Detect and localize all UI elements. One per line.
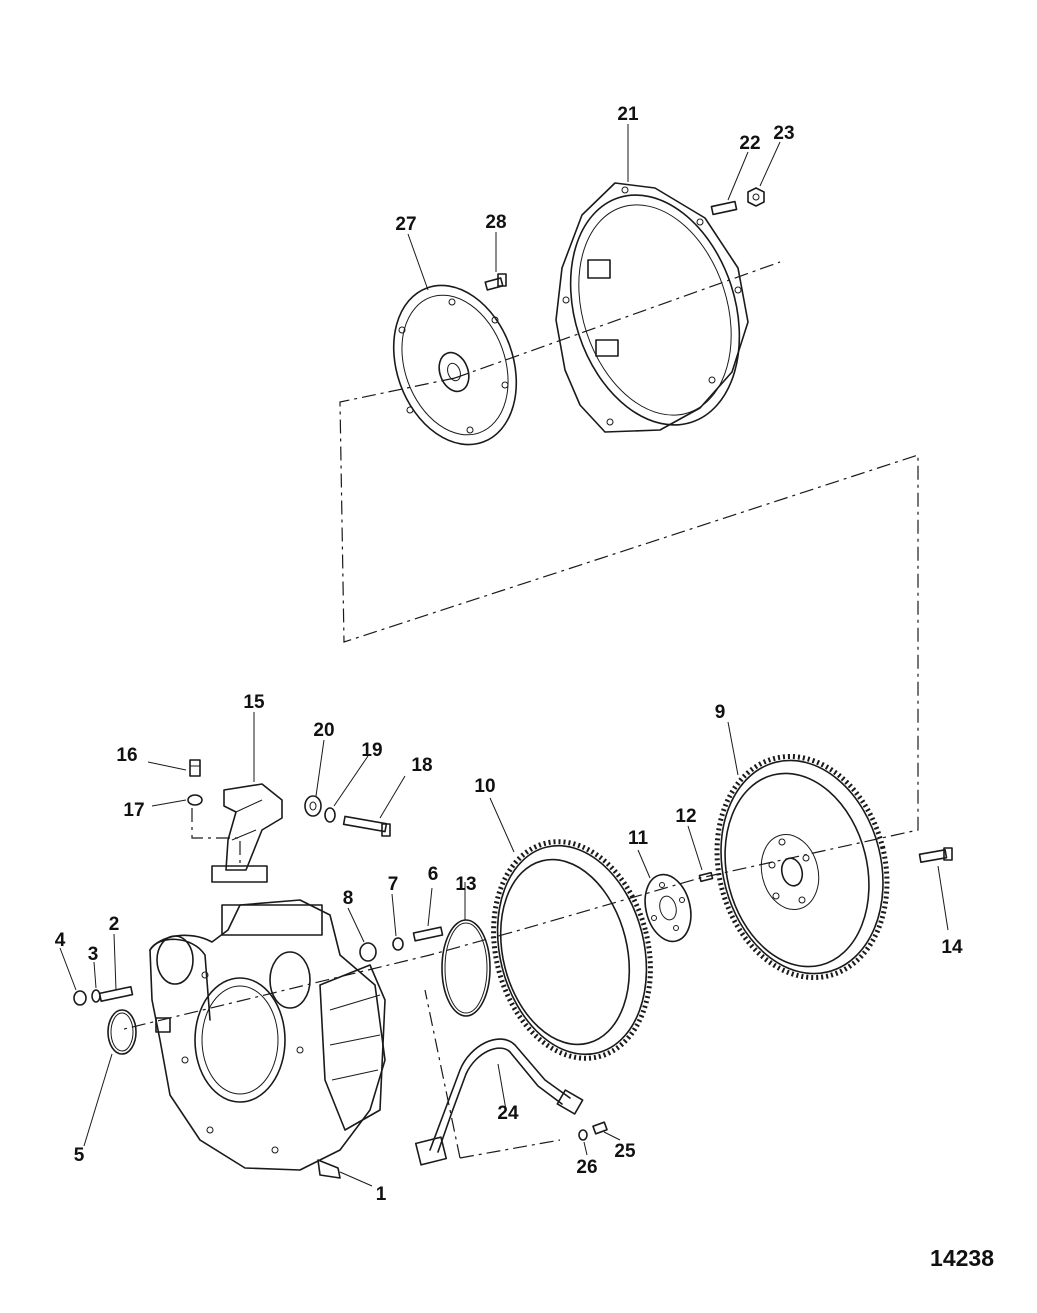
mounting-bracket bbox=[211, 783, 283, 883]
cover-stud bbox=[412, 926, 444, 942]
callout-14: 14 bbox=[941, 937, 963, 958]
callout-7: 7 bbox=[388, 874, 399, 895]
bracket-washer bbox=[187, 794, 203, 806]
callout-labels: 21 22 23 27 28 15 20 19 18 16 17 10 9 11… bbox=[55, 104, 963, 1205]
callout-9: 9 bbox=[715, 702, 726, 723]
callout-5: 5 bbox=[74, 1145, 85, 1166]
sensor-screw bbox=[592, 1121, 608, 1135]
flywheel-housing bbox=[149, 899, 386, 1179]
callout-2: 2 bbox=[109, 914, 120, 935]
cover-nut bbox=[359, 942, 377, 962]
callout-26: 26 bbox=[576, 1157, 597, 1178]
housing-washer bbox=[91, 989, 101, 1003]
callout-22: 22 bbox=[739, 133, 760, 154]
callout-21: 21 bbox=[617, 104, 639, 125]
speed-sensor bbox=[414, 1038, 584, 1166]
bracket-bolt-nut bbox=[304, 795, 322, 817]
callout-8: 8 bbox=[343, 888, 354, 909]
bracket-bolt bbox=[342, 815, 391, 837]
callout-16: 16 bbox=[116, 745, 137, 766]
callout-17: 17 bbox=[123, 800, 144, 821]
bell-housing bbox=[555, 182, 749, 433]
callout-27: 27 bbox=[395, 214, 416, 235]
o-ring-small bbox=[107, 1009, 137, 1055]
callout-18: 18 bbox=[411, 755, 432, 776]
callout-1: 1 bbox=[376, 1184, 387, 1205]
flywheel-screw bbox=[918, 847, 953, 863]
stud bbox=[710, 200, 738, 216]
callout-leaders bbox=[59, 124, 949, 1187]
bracket-screw bbox=[189, 759, 201, 777]
nut bbox=[747, 187, 765, 207]
callout-15: 15 bbox=[243, 692, 265, 713]
callout-13: 13 bbox=[455, 874, 476, 895]
callout-19: 19 bbox=[361, 740, 382, 761]
bracket-bolt-washer bbox=[324, 807, 336, 823]
callout-10: 10 bbox=[474, 776, 495, 797]
housing-nut bbox=[73, 990, 87, 1006]
drive-plate-bolt bbox=[484, 273, 507, 291]
cover-washer bbox=[392, 937, 404, 951]
callout-23: 23 bbox=[773, 123, 794, 144]
figure-number: 14238 bbox=[930, 1245, 994, 1271]
assembly-centerlines bbox=[119, 261, 919, 1159]
adapter-hub bbox=[644, 873, 692, 943]
ring-gear bbox=[491, 839, 653, 1061]
hub-bolt bbox=[698, 871, 714, 883]
callout-20: 20 bbox=[313, 720, 334, 741]
flywheel bbox=[714, 753, 890, 981]
callout-3: 3 bbox=[88, 944, 99, 965]
sensor-washer bbox=[578, 1129, 588, 1141]
o-ring-large bbox=[441, 919, 491, 1017]
callout-25: 25 bbox=[614, 1141, 636, 1162]
callout-4: 4 bbox=[55, 930, 66, 951]
callout-6: 6 bbox=[428, 864, 439, 885]
callout-24: 24 bbox=[497, 1103, 519, 1124]
drive-plate bbox=[392, 284, 518, 446]
callout-28: 28 bbox=[485, 212, 506, 233]
callout-11: 11 bbox=[628, 828, 649, 849]
callout-12: 12 bbox=[675, 806, 696, 827]
